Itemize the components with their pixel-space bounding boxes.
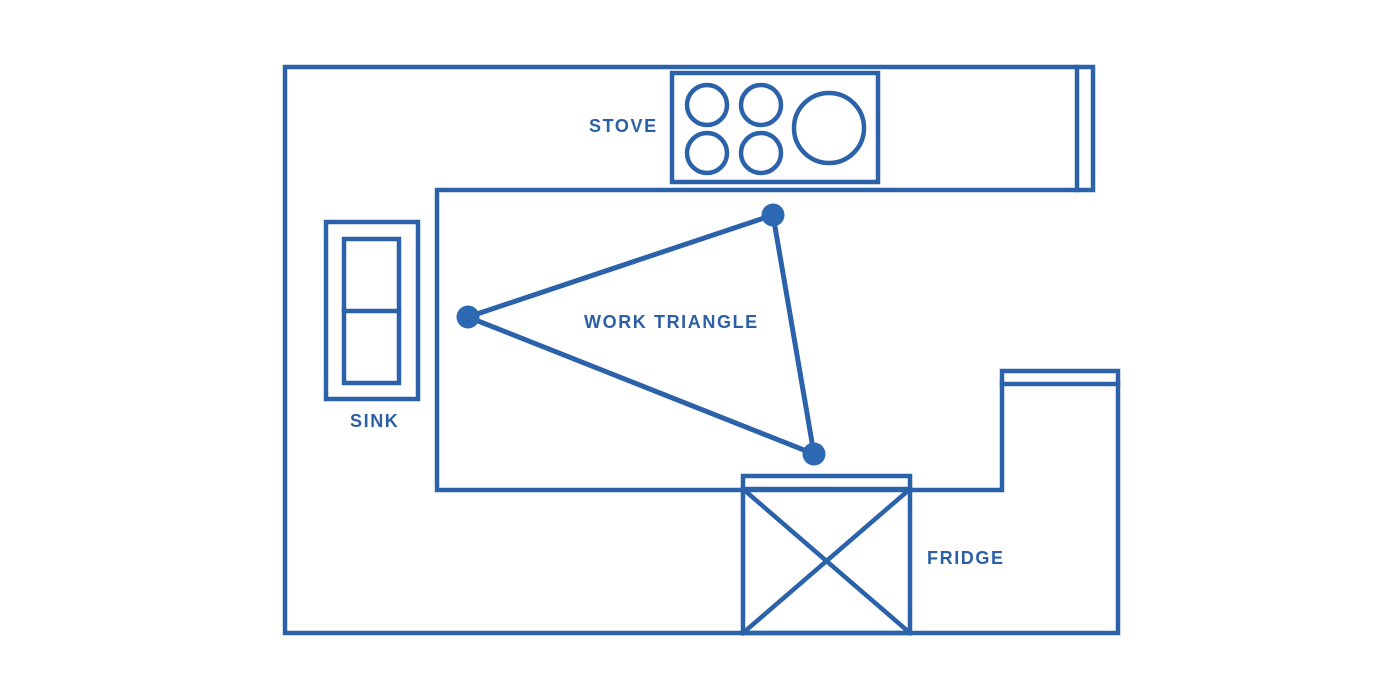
sink-label: SINK (350, 411, 400, 431)
work-triangle-lines (465, 212, 817, 457)
burner-small-bottom-left (684, 130, 730, 176)
work-triangle-label: WORK TRIANGLE (584, 312, 759, 332)
burner-small-top-right (738, 82, 784, 128)
walls-and-fixtures (282, 64, 1121, 637)
fridge-label: FRIDGE (927, 548, 1005, 568)
work-triangle-vertices (456, 203, 826, 466)
stove-box (669, 70, 881, 185)
vertex-dot-sink (456, 305, 480, 329)
burner-large (791, 90, 867, 166)
burner-small-top-left (684, 82, 730, 128)
sink-outer (323, 219, 421, 402)
fridge-box (740, 473, 913, 636)
stove-label: STOVE (589, 116, 658, 136)
burner-small-bottom-right (738, 130, 784, 176)
fridge-x-diagonal-2 (739, 485, 914, 637)
vertex-dot-stove (761, 203, 785, 227)
vertex-dot-fridge (802, 442, 826, 466)
